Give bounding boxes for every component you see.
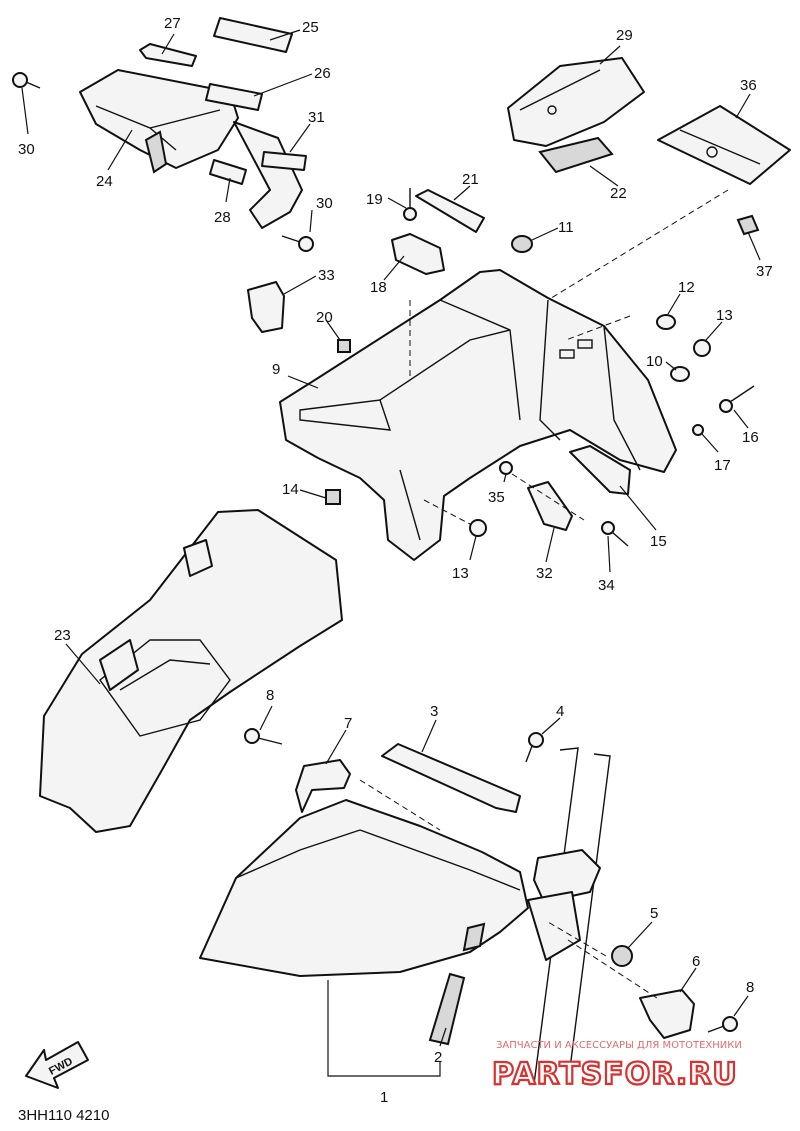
- callout-25: 25: [302, 19, 319, 36]
- callout-20: 20: [316, 309, 333, 326]
- watermark-caption: ЗАПЧАСТИ И АКСЕССУАРЫ ДЛЯ МОТОТЕХНИКИ: [496, 1040, 742, 1051]
- callout-3: 3: [430, 703, 438, 720]
- screw-part-13-lower[interactable]: [469, 519, 487, 537]
- collar-part-12[interactable]: [656, 314, 676, 330]
- bracket-part-28[interactable]: [209, 121, 303, 229]
- callout-22: 22: [610, 185, 627, 202]
- callout-17: 17: [714, 457, 731, 474]
- callout-10: 10: [646, 353, 663, 370]
- callout-13-lower: 13: [452, 565, 469, 582]
- tail-cover-part-24[interactable]: [79, 69, 239, 174]
- inner-fender-part-23[interactable]: [39, 509, 343, 833]
- seat-cowl-part-29[interactable]: [507, 57, 645, 147]
- callout-15: 15: [650, 533, 667, 550]
- cap-part-5[interactable]: [611, 945, 633, 967]
- callout-8-right: 8: [746, 979, 754, 996]
- bolt-part-30-left[interactable]: [12, 72, 41, 89]
- callout-1: 1: [380, 1089, 388, 1106]
- callout-37: 37: [756, 263, 773, 280]
- callout-30-right: 30: [316, 195, 333, 212]
- rear-fender-part-9[interactable]: [279, 269, 677, 561]
- callout-30-left: 30: [18, 141, 35, 158]
- callout-34: 34: [598, 577, 615, 594]
- callout-9: 9: [272, 361, 280, 378]
- bolt-part-30-right[interactable]: [281, 235, 314, 252]
- callout-35: 35: [488, 489, 505, 506]
- grommet-part-11[interactable]: [511, 235, 533, 253]
- callout-29: 29: [616, 27, 633, 44]
- assembly-line-5: [547, 921, 607, 957]
- callout-6: 6: [692, 953, 700, 970]
- callout-23: 23: [54, 627, 71, 644]
- bracket-part-15[interactable]: [569, 445, 631, 495]
- bolt-part-19[interactable]: [403, 188, 417, 221]
- assembly-line-6: [567, 939, 661, 1001]
- callout-14: 14: [282, 481, 299, 498]
- stay-part-6[interactable]: [639, 989, 695, 1039]
- callout-32: 32: [536, 565, 553, 582]
- nut-part-10[interactable]: [670, 366, 690, 382]
- callout-18: 18: [370, 279, 387, 296]
- screw-part-13-upper[interactable]: [693, 339, 711, 357]
- washer-part-17[interactable]: [692, 424, 704, 436]
- fwd-arrow-icon: FWD: [25, 1041, 89, 1089]
- callout-16: 16: [742, 429, 759, 446]
- bolt-part-8-right[interactable]: [707, 1016, 738, 1033]
- bolt-part-8-left[interactable]: [244, 728, 283, 745]
- callout-19: 19: [366, 191, 383, 208]
- callout-7: 7: [344, 715, 352, 732]
- nut-part-14[interactable]: [325, 489, 341, 505]
- bracket-part-18[interactable]: [391, 233, 445, 275]
- callout-21: 21: [462, 171, 479, 188]
- strip-part-26[interactable]: [205, 83, 263, 111]
- pad-part-22[interactable]: [538, 136, 614, 174]
- front-fork-outline: [527, 747, 611, 1085]
- assembly-line-7: [359, 779, 441, 831]
- callout-31: 31: [308, 109, 325, 126]
- callout-4: 4: [556, 703, 564, 720]
- strap-part-21[interactable]: [415, 189, 485, 233]
- washer-part-35[interactable]: [499, 461, 513, 475]
- callout-26: 26: [314, 65, 331, 82]
- callout-36: 36: [740, 77, 757, 94]
- callout-2: 2: [434, 1049, 442, 1066]
- callout-24: 24: [96, 173, 113, 190]
- cover-plate-part-36[interactable]: [657, 105, 791, 185]
- bracket-part-32[interactable]: [527, 481, 573, 531]
- assembly-line-36: [547, 189, 729, 301]
- assembly-line-13: [423, 499, 471, 525]
- callout-11: 11: [558, 219, 574, 236]
- nut-part-20[interactable]: [337, 339, 351, 353]
- bolt-part-16[interactable]: [719, 385, 755, 413]
- callout-28: 28: [214, 209, 231, 226]
- callout-8-left: 8: [266, 687, 274, 704]
- seal-part-27[interactable]: [139, 43, 197, 67]
- watermark: ЗАПЧАСТИ И АКСЕССУАРЫ ДЛЯ МОТОТЕХНИКИ PA…: [491, 1040, 742, 1093]
- bolt-part-4[interactable]: [525, 732, 544, 763]
- strip-part-25[interactable]: [213, 17, 293, 53]
- assembly-line-35: [511, 473, 585, 521]
- bolt-part-34[interactable]: [601, 521, 629, 547]
- damper-part-31[interactable]: [261, 151, 307, 171]
- stay-part-7[interactable]: [295, 759, 351, 813]
- callout-12: 12: [678, 279, 695, 296]
- diagram-code: 3HH110 4210: [18, 1107, 109, 1124]
- callout-5: 5: [650, 905, 658, 922]
- bracket-part-33[interactable]: [247, 281, 285, 333]
- reflector-part-2[interactable]: [428, 972, 466, 1046]
- leader-lines: [21, 29, 761, 1077]
- front-fender-part-1[interactable]: [199, 799, 529, 977]
- stay-part-3[interactable]: [381, 743, 521, 813]
- callout-27: 27: [164, 15, 181, 32]
- callout-13-upper: 13: [716, 307, 733, 324]
- callout-labels: 27 25 26 31 30 24 28 30 29 36 22 37 19 2…: [18, 15, 773, 1106]
- clip-part-37[interactable]: [736, 214, 760, 236]
- watermark-brand: PARTSFOR.RU: [492, 1057, 738, 1092]
- callout-33: 33: [318, 267, 335, 284]
- assembly-line-12: [565, 315, 631, 341]
